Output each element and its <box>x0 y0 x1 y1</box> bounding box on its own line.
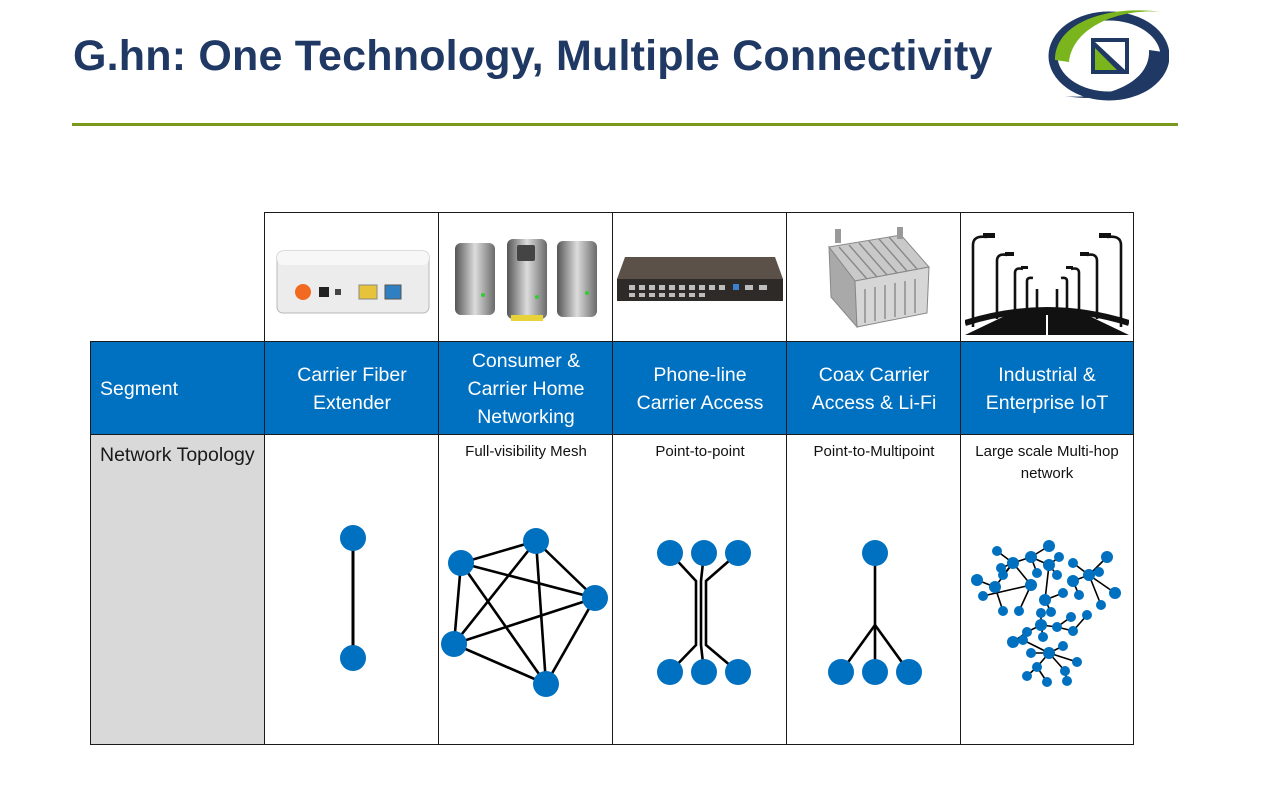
topology-caption-p2p: Point-to-point <box>655 443 745 460</box>
node <box>828 659 854 685</box>
link <box>459 562 548 685</box>
link <box>460 561 596 600</box>
link <box>452 540 538 645</box>
link <box>453 596 596 646</box>
segment-carrier-fiber: Carrier Fiber Extender <box>264 341 440 436</box>
node <box>657 659 683 685</box>
node <box>862 659 888 685</box>
link <box>452 562 463 645</box>
topology-caption-mesh: Full-visibility Mesh <box>465 443 587 460</box>
node <box>691 540 717 566</box>
diagram-multi-hop-tree <box>971 540 1121 687</box>
topology-cell-fiber <box>264 434 440 745</box>
segment-coax-lifi: Coax Carrier Access & Li-Fi <box>786 341 962 436</box>
link <box>453 642 547 686</box>
topology-caption-multihop: Large scale Multi-hop network <box>975 443 1119 482</box>
diagram-point-pair <box>340 525 366 671</box>
diagram-point-to-point <box>657 540 751 685</box>
segment-home-networking: Consumer & Carrier Home Networking <box>438 341 614 436</box>
link <box>669 552 698 673</box>
image-cell-streetlights <box>960 212 1134 343</box>
image-cell-powerline <box>438 212 614 343</box>
topology-cell-p2p: Point-to-point <box>612 434 788 745</box>
node <box>691 659 717 685</box>
page-title: G.hn: One Technology, Multiple Connectiv… <box>73 32 993 80</box>
node <box>441 631 467 657</box>
topology-cell-p2mp: Point-to-Multipoint <box>786 434 962 745</box>
node <box>340 645 366 671</box>
node <box>657 540 683 566</box>
title-divider <box>72 123 1178 126</box>
node <box>896 659 922 685</box>
coax-outdoor-node-image <box>828 227 930 329</box>
link <box>535 540 596 599</box>
segment-industrial-iot: Industrial & Enterprise IoT <box>960 341 1134 436</box>
ghn-logo <box>1048 10 1169 101</box>
powerline-adapters-image <box>455 239 597 321</box>
node <box>523 528 549 554</box>
topology-cell-multihop: Large scale Multi-hop network <box>960 434 1134 745</box>
node <box>862 540 888 566</box>
node <box>725 540 751 566</box>
topology-cell-mesh: Full-visibility Mesh <box>438 434 614 745</box>
diagram-point-to-multipoint <box>828 540 922 685</box>
row-label-topology: Network Topology <box>90 434 266 745</box>
row-label-segment: Segment <box>90 341 266 436</box>
link <box>704 552 739 673</box>
link <box>544 597 597 685</box>
link <box>699 552 706 673</box>
topology-caption-p2mp: Point-to-Multipoint <box>813 443 935 460</box>
link <box>460 539 537 565</box>
node <box>725 659 751 685</box>
node <box>533 671 559 697</box>
fiber-extender-device-image <box>276 250 430 314</box>
rack-access-unit-image <box>617 257 783 301</box>
image-cell-rack <box>612 212 788 343</box>
image-cell-coax <box>786 212 962 343</box>
diagram-mesh <box>441 528 608 697</box>
street-lights-image <box>965 233 1129 335</box>
image-cell-fiber <box>264 212 440 343</box>
segment-phone-line: Phone-line Carrier Access <box>612 341 788 436</box>
node <box>582 585 608 611</box>
link <box>534 540 548 685</box>
node <box>340 525 366 551</box>
node <box>448 550 474 576</box>
